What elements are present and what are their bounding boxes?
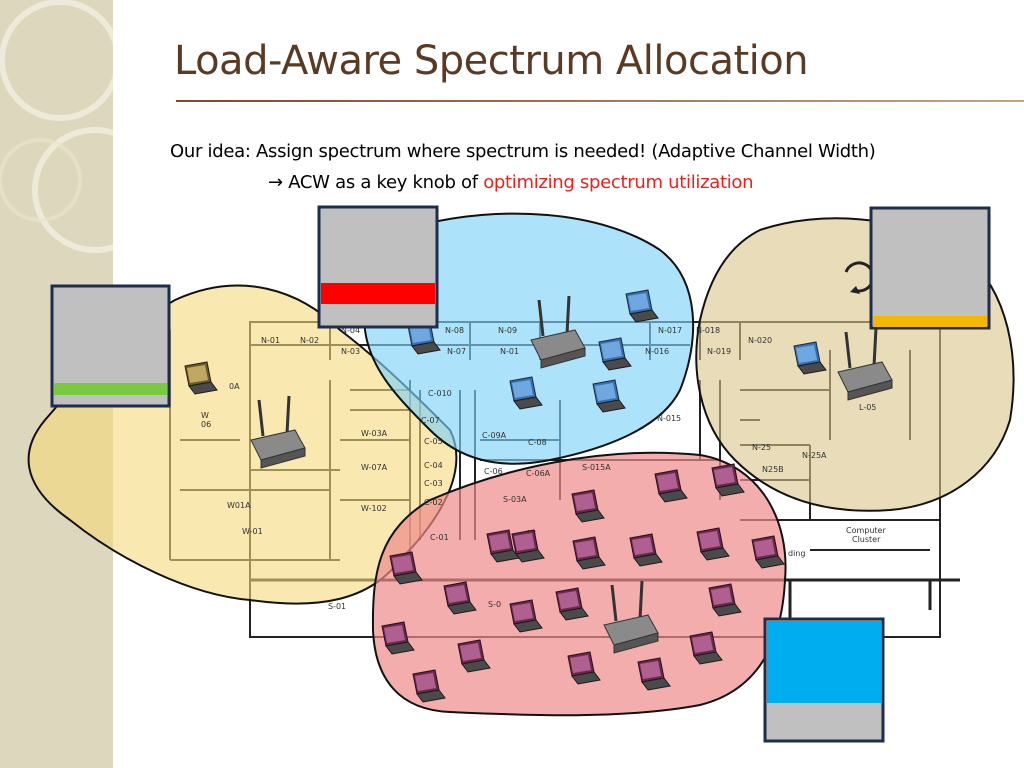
room-label: N-01: [500, 347, 519, 356]
room-label: C-02: [424, 498, 443, 507]
spectrum-allocation-bar: [54, 383, 167, 395]
spectrum-allocation-bar: [873, 316, 987, 327]
title-underline: [176, 100, 1024, 102]
room-label: N-018: [696, 326, 720, 335]
room-label: C-04: [424, 461, 443, 470]
spectrum-box-tan: [869, 206, 991, 330]
room-label: W: [201, 411, 209, 420]
room-label: N-09: [498, 326, 517, 335]
room-label: C-03: [424, 479, 443, 488]
room-label: 06: [201, 420, 211, 429]
room-label: N-020: [748, 336, 772, 345]
spectrum-box-frame: [869, 206, 991, 330]
sub-idea-highlight: optimizing spectrum utilization: [483, 172, 754, 193]
room-label: N-01: [261, 336, 280, 345]
room-label: W-03A: [361, 429, 388, 438]
room-label: C-09A: [482, 431, 507, 440]
room-label: N-016: [645, 347, 669, 356]
spectrum-box-frame: [317, 205, 439, 329]
floorplan-labels: N-01 N-02 N-04 N-03 N-08 N-09 N-07 N-01 …: [201, 326, 886, 611]
room-label: C-010: [428, 389, 452, 398]
spectrum-allocation-bar: [767, 621, 881, 703]
sidebar-rings: [0, 0, 113, 253]
spectrum-box-yellow: [50, 284, 171, 408]
room-label: C-07: [421, 416, 440, 425]
room-label: N-08: [445, 326, 464, 335]
slide-title: Load-Aware Spectrum Allocation: [174, 38, 809, 84]
spectrum-box-red: [763, 617, 885, 743]
spectrum-box-blue: [317, 205, 439, 329]
room-label: S-03A: [503, 495, 527, 504]
room-label: S-0: [488, 600, 501, 609]
room-label: S-01: [328, 602, 346, 611]
room-label: Computer: [846, 526, 886, 535]
room-label: N-03: [341, 347, 360, 356]
room-label: W-01: [242, 527, 263, 536]
room-label: 0A: [229, 382, 240, 391]
room-label: C-05: [424, 437, 443, 446]
room-label: N25B: [762, 465, 784, 474]
room-label: S-015A: [582, 463, 611, 472]
arrow-right-icon: →: [268, 172, 283, 193]
room-label: N-015: [657, 414, 681, 423]
room-label: W-102: [361, 504, 387, 513]
sub-idea-line: → ACW as a key knob of optimizing spectr…: [268, 172, 754, 193]
room-label: C-06: [484, 467, 503, 476]
room-label: C-01: [430, 533, 449, 542]
room-label: N-02: [300, 336, 319, 345]
room-label: C-06A: [526, 469, 551, 478]
idea-line: Our idea: Assign spectrum where spectrum…: [170, 141, 876, 162]
room-label: C-08: [528, 438, 547, 447]
room-label: N-019: [707, 347, 731, 356]
room-label: N-25A: [802, 451, 827, 460]
room-label: N-017: [658, 326, 682, 335]
room-label: L-05: [859, 403, 876, 412]
room-label: W01A: [227, 501, 251, 510]
room-label: Cluster: [852, 535, 881, 544]
spectrum-allocation-bar: [321, 283, 435, 304]
room-label: W-07A: [361, 463, 388, 472]
room-label: ding: [788, 549, 805, 558]
room-label: N-04: [341, 326, 360, 335]
sub-idea-prefix: ACW as a key knob of: [288, 172, 478, 193]
room-label: N-25: [752, 443, 771, 452]
room-label: N-07: [447, 347, 466, 356]
